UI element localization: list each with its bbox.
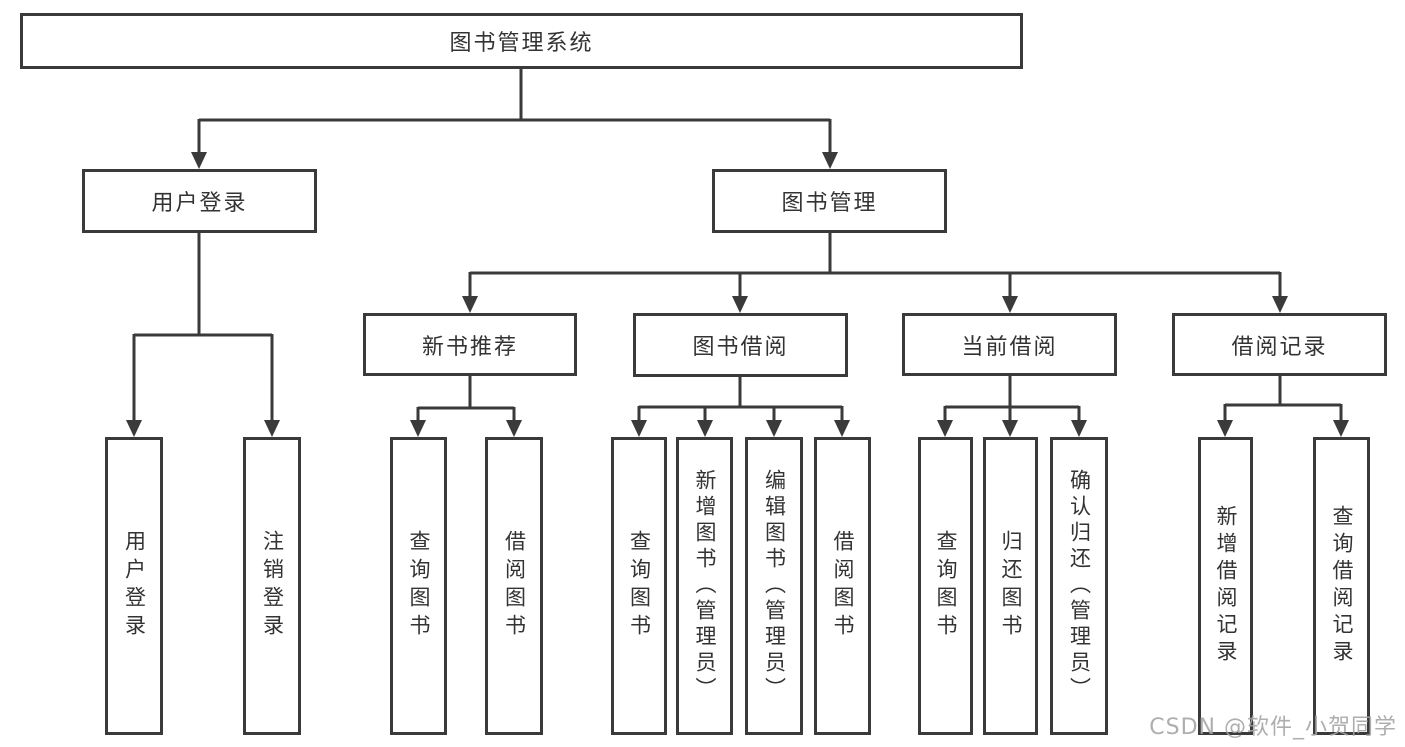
node-user-login: 用户登录 [82,169,317,233]
node-borrowing-records: 借阅记录 [1172,313,1387,376]
leaf-edit-book-admin: 编辑图书（管理员） [745,437,803,735]
node-book-management: 图书管理 [712,169,947,233]
leaf-user-login: 用户登录 [105,437,163,735]
leaf-borrow-books: 借阅图书 [814,437,871,735]
leaf-add-borrow-record: 新增借阅记录 [1198,437,1253,735]
leaf-query-borrow-record: 查询借阅记录 [1313,437,1370,735]
node-book-borrowing: 图书借阅 [633,313,848,377]
arrowheads-login-to-leaves [126,420,280,437]
connector-current-to-leaves [943,376,1081,422]
connector-mgmt-to-level3 [468,233,1282,298]
connector-records-to-leaves [1223,376,1343,422]
connector-borrow-to-leaves [637,377,844,422]
connector-login-to-leaves [132,233,274,422]
leaf-query-books-borrow: 查询图书 [611,437,667,735]
arrowheads-records-to-leaves [1217,420,1349,437]
node-current-borrowing: 当前借阅 [902,313,1117,376]
connector-newrec-to-leaves [416,376,516,422]
arrowheads-root-to-level2 [191,152,838,169]
leaf-add-book-admin: 新增图书（管理员） [676,437,733,735]
watermark: CSDN @软件_小贺同学 [1149,715,1397,740]
connector-root-to-level2 [197,69,832,154]
leaf-query-books-current: 查询图书 [918,437,973,735]
arrowheads-borrow-to-leaves [631,420,850,437]
leaf-confirm-return-admin: 确认归还（管理员） [1050,437,1108,735]
arrowheads-newrec-to-leaves [410,420,522,437]
node-new-book-recommend: 新书推荐 [363,313,577,376]
leaf-logout: 注销登录 [243,437,301,735]
node-root-library-system: 图书管理系统 [20,13,1023,69]
leaf-query-books-recommend: 查询图书 [390,437,447,735]
leaf-borrow-books-recommend: 借阅图书 [485,437,543,735]
arrowheads-current-to-leaves [937,420,1087,437]
leaf-return-book: 归还图书 [983,437,1038,735]
arrowheads-mgmt-to-level3 [462,296,1288,313]
